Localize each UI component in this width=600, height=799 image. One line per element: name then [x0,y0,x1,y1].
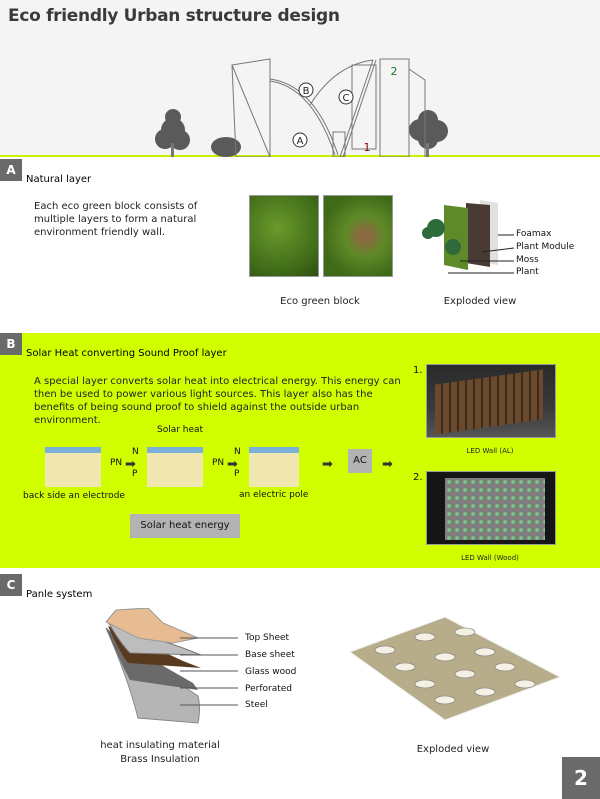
solar-heat-label: Solar heat [157,425,204,435]
panel-exploded-render [348,616,562,721]
section-a-title: Natural layer [26,174,92,185]
section-a-badge: A [0,159,22,181]
panel-layers-diagram [105,608,238,724]
building-sketch: A B C 1 2 [155,58,448,157]
zone-label-a: A [297,136,304,147]
electrode-caption: back side an electrode [23,491,125,501]
section-b-description: A special layer converts solar heat into… [34,376,401,426]
exploded-view-diagram [422,200,515,274]
page-number-badge: 2 [562,757,600,799]
pn-label-1: PN [110,458,123,468]
eco-green-block-caption: Eco green block [280,296,360,307]
eco-green-block-photo-2 [323,195,393,277]
p-label-1: P [132,469,138,479]
led-wall-al-photo [426,364,556,438]
exploded-view-caption-a: Exploded view [443,296,517,307]
cell-block-2 [147,447,203,487]
exploded-label-plant: Plant [516,267,539,277]
n-label-2: N [234,447,241,457]
number-label-2: 2 [391,65,398,78]
page-title: Eco friendly Urban structure design [8,6,340,26]
led-wall-al-caption: LED Wall (AL) [466,447,514,455]
layer-label-base-sheet: Base sheet [245,650,295,660]
exploded-label-plant-module: Plant Module [516,242,575,252]
led-wall-2-number: 2. [413,472,423,483]
p-label-2: P [234,469,240,479]
layer-label-perforated: Perforated [245,684,293,694]
section-c-title: Panle system [26,589,93,600]
arrow-right-icon: ➡ [227,457,238,472]
arrow-right-icon: ➡ [125,457,136,472]
cell-block-1 [45,447,101,487]
insulation-caption-line2: Brass Insulation [120,754,200,765]
header-banner: Eco friendly Urban structure design A [0,0,600,157]
section-b-title: Solar Heat converting Sound Proof layer [26,348,227,359]
led-wall-1-number: 1. [413,365,423,376]
zone-label-c: C [343,93,350,104]
arrow-right-icon: ➡ [322,457,333,472]
solar-heat-energy-box: Solar heat energy [130,514,240,538]
layer-label-steel: Steel [245,700,268,710]
layer-label-glass-wood: Glass wood [245,667,297,677]
cell-block-3 [249,447,299,487]
zone-label-b: B [303,86,310,97]
n-label-1: N [132,447,139,457]
led-wall-wood-photo [426,471,556,545]
eco-green-block-photo-1 [249,195,319,277]
ac-box: AC [348,449,372,473]
section-c-badge: C [0,574,22,596]
insulation-caption-line1: heat insulating material [100,740,220,751]
pn-label-2: PN [212,458,225,468]
exploded-view-caption-c: Exploded view [416,744,490,755]
section-a-description: Each eco green block consists of multipl… [34,201,198,238]
exploded-label-moss: Moss [516,255,539,265]
layer-label-top-sheet: Top Sheet [245,633,290,643]
exploded-label-foamax: Foamax [516,229,552,239]
electric-pole-caption: an electric pole [239,490,309,500]
led-wall-wood-caption: LED Wall (Wood) [461,554,519,562]
number-label-1: 1 [364,141,371,154]
arrow-right-icon: ➡ [382,457,393,472]
section-b-badge: B [0,333,22,355]
